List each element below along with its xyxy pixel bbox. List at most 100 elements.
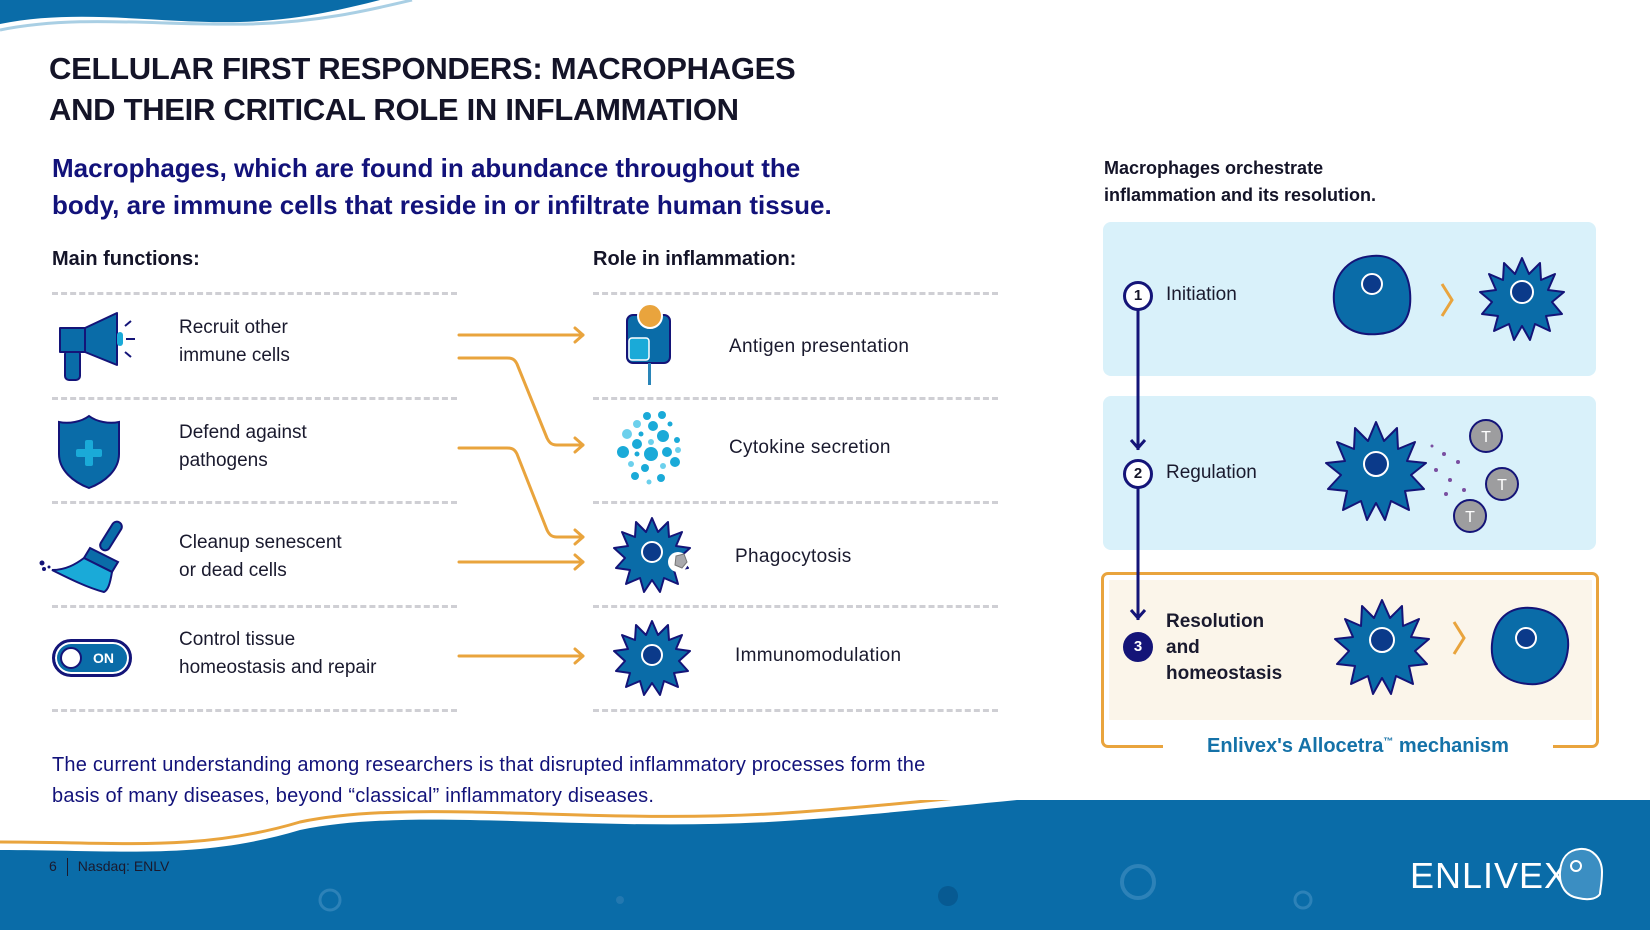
divider — [593, 501, 998, 504]
trademark-symbol: ™ — [1383, 736, 1394, 748]
activated-macrophage-icon — [1325, 421, 1427, 521]
footer: 6 Nasdaq: ENLV — [49, 858, 170, 877]
role-label: Antigen presentation — [729, 336, 910, 357]
divider — [593, 709, 998, 712]
ticker-label: Nasdaq: ENLV — [77, 858, 170, 874]
lead-line-1: Macrophages, which are found in abundanc… — [52, 153, 801, 183]
function-label-line: Control tissue — [179, 629, 296, 650]
enlivex-logo-icon — [1558, 847, 1604, 901]
heading-line: inflammation and its resolution. — [1104, 185, 1377, 205]
t-cell-label: T — [1497, 477, 1507, 494]
title-line-2: AND THEIR CRITICAL ROLE IN INFLAMMATION — [49, 92, 739, 127]
top-wave-decoration — [0, 0, 413, 32]
role-label: Immunomodulation — [735, 645, 902, 666]
heading-line: Macrophages orchestrate — [1104, 158, 1324, 178]
role-item — [612, 512, 696, 601]
bottom-statement: The current understanding among research… — [52, 750, 1012, 812]
function-label: Cleanup senescent or dead cells — [179, 529, 342, 585]
step-label-initiation: Initiation — [1166, 284, 1237, 305]
divider — [52, 605, 457, 608]
mechanism-suffix: mechanism — [1393, 735, 1509, 757]
divider — [593, 397, 998, 400]
role-label: Phagocytosis — [735, 546, 852, 567]
function-label-line: immune cells — [179, 345, 290, 366]
step-number-3: 3 — [1123, 632, 1153, 662]
function-label-line: Cleanup senescent — [179, 532, 342, 553]
megaphone-icon — [59, 312, 135, 381]
function-role-connectors — [457, 326, 585, 665]
toggle-on-icon: ON — [52, 639, 132, 677]
divider — [52, 397, 457, 400]
divider — [52, 709, 457, 712]
slide-title: CELLULAR FIRST RESPONDERS: MACROPHAGES A… — [49, 48, 809, 130]
t-cell-label: T — [1465, 509, 1475, 526]
step-label-regulation: Regulation — [1166, 462, 1257, 483]
allocetra-mechanism-label: Enlivex's Allocetra™ mechanism — [1163, 735, 1553, 758]
t-cell-label: T — [1481, 429, 1491, 446]
activated-macrophage-icon — [1334, 599, 1430, 695]
chevron-right-icon — [1440, 283, 1454, 317]
arrow-head — [573, 647, 585, 665]
arrow-down-icon — [1129, 609, 1147, 621]
function-label: Recruit other immune cells — [179, 314, 290, 370]
antigen-presentation-icon — [626, 303, 671, 385]
arrow-head — [573, 528, 585, 546]
function-label-line: Recruit other — [179, 317, 288, 338]
resting-macrophage-icon — [1332, 254, 1412, 336]
function-label-line: homeostasis and repair — [179, 657, 377, 678]
arrow-head — [573, 436, 585, 454]
footer-separator — [66, 858, 68, 877]
t-cell-icon: T — [1485, 467, 1519, 501]
step-label-line: Resolution — [1166, 611, 1265, 632]
orchestration-heading: Macrophages orchestrate inflammation and… — [1104, 155, 1376, 209]
function-item — [55, 310, 140, 387]
resolution-illustration — [1334, 599, 1570, 695]
page-number: 6 — [49, 858, 57, 874]
enlivex-logo-text: ENLIVEX — [1410, 855, 1570, 896]
regulation-illustration: T T T — [1325, 419, 1519, 533]
function-label-line: or dead cells — [179, 560, 287, 581]
shield-plus-icon — [58, 414, 120, 490]
bottom-wave-decoration — [0, 800, 1650, 930]
step-number-2: 2 — [1123, 459, 1153, 489]
cytokine-dots-icon — [617, 411, 681, 485]
step-number-1: 1 — [1123, 281, 1153, 311]
chevron-right-icon — [1452, 621, 1466, 655]
lead-line-2: body, are immune cells that reside in or… — [52, 190, 832, 220]
phagocyte-cell-icon — [613, 517, 691, 593]
t-cell-icon: T — [1469, 419, 1503, 453]
macrophage-cell-icon — [613, 620, 691, 696]
mechanism-name: Enlivex's Allocetra — [1207, 735, 1384, 757]
bottom-line: basis of many diseases, beyond “classica… — [52, 785, 655, 807]
connector-arrow — [457, 446, 585, 539]
function-label: Defend against pathogens — [179, 419, 307, 475]
arrow-head — [573, 326, 585, 344]
connector-arrow — [457, 356, 585, 447]
role-item — [615, 410, 695, 491]
activated-macrophage-icon — [1479, 257, 1565, 341]
role-label: Cytokine secretion — [729, 437, 891, 458]
role-item — [624, 303, 674, 390]
divider — [52, 292, 457, 295]
function-item — [38, 518, 128, 599]
broom-icon — [39, 520, 123, 594]
function-label-line: Defend against — [179, 422, 307, 443]
bottom-line: The current understanding among research… — [52, 754, 926, 776]
function-label: Control tissue homeostasis and repair — [179, 626, 377, 682]
step-label-line: and — [1166, 637, 1200, 658]
t-cell-icon: T — [1453, 499, 1487, 533]
title-line-1: CELLULAR FIRST RESPONDERS: MACROPHAGES — [49, 51, 796, 86]
divider — [52, 501, 457, 504]
toggle-knob — [60, 647, 82, 669]
step-label-line: homeostasis — [1166, 663, 1283, 684]
initiation-illustration — [1332, 254, 1565, 341]
toggle-label: ON — [93, 650, 114, 666]
lead-statement: Macrophages, which are found in abundanc… — [52, 150, 882, 224]
function-item — [57, 414, 123, 495]
divider — [593, 605, 998, 608]
function-label-line: pathogens — [179, 450, 268, 471]
arrow-down-icon — [1129, 439, 1147, 451]
divider — [593, 292, 998, 295]
role-in-inflammation-heading: Role in inflammation: — [593, 248, 797, 270]
step-label-resolution: Resolution and homeostasis — [1166, 609, 1282, 687]
